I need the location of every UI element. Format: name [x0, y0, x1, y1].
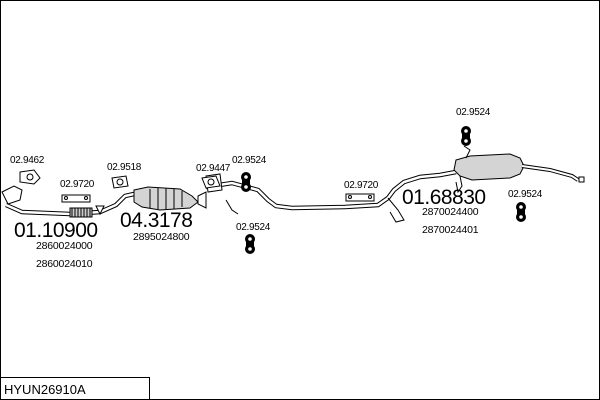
- part-label-02-9720-b: 02.9720: [344, 180, 379, 191]
- part-label-02-9447: 02.9447: [196, 163, 231, 174]
- oe-number: 2895024800: [133, 231, 190, 243]
- main-part-number-rear-silencer: 01.68830: [402, 186, 486, 209]
- clamp-02-9720-a[interactable]: [61, 194, 91, 203]
- gasket-02-9518[interactable]: [111, 175, 129, 189]
- part-label-02-9524-d: 02.9524: [508, 189, 543, 200]
- hanger-02-9524-b[interactable]: [245, 234, 255, 254]
- main-part-number-catalyst: 04.3178: [120, 209, 193, 232]
- oe-number: 2860024000: [36, 240, 93, 252]
- rear-silencer[interactable]: [453, 145, 585, 194]
- oe-number: 2860024010: [36, 258, 93, 270]
- diagram-code-box: HYUN26910A: [0, 377, 150, 399]
- part-label-02-9524-a: 02.9524: [232, 155, 267, 166]
- hanger-02-9524-c[interactable]: [461, 126, 471, 146]
- part-label-02-9518: 02.9518: [107, 162, 142, 173]
- hanger-02-9524-d[interactable]: [516, 202, 526, 222]
- gasket-02-9447[interactable]: [201, 175, 221, 189]
- front-pipe[interactable]: [1, 185, 135, 218]
- part-label-02-9720-a: 02.9720: [60, 179, 95, 190]
- hanger-02-9524-a[interactable]: [241, 172, 251, 192]
- oe-number: 2870024400: [422, 206, 479, 218]
- part-label-02-9524-c: 02.9524: [456, 107, 491, 118]
- diagram-code: HYUN26910A: [4, 382, 86, 397]
- catalytic-converter[interactable]: [133, 186, 207, 211]
- part-label-02-9524-b: 02.9524: [236, 222, 271, 233]
- part-label-02-9462: 02.9462: [10, 155, 45, 166]
- oe-number: 2870024401: [422, 224, 479, 236]
- main-part-number-front-pipe: 01.10900: [14, 219, 98, 242]
- gasket-02-9462[interactable]: [19, 169, 41, 185]
- clamp-02-9720-b[interactable]: [345, 193, 375, 202]
